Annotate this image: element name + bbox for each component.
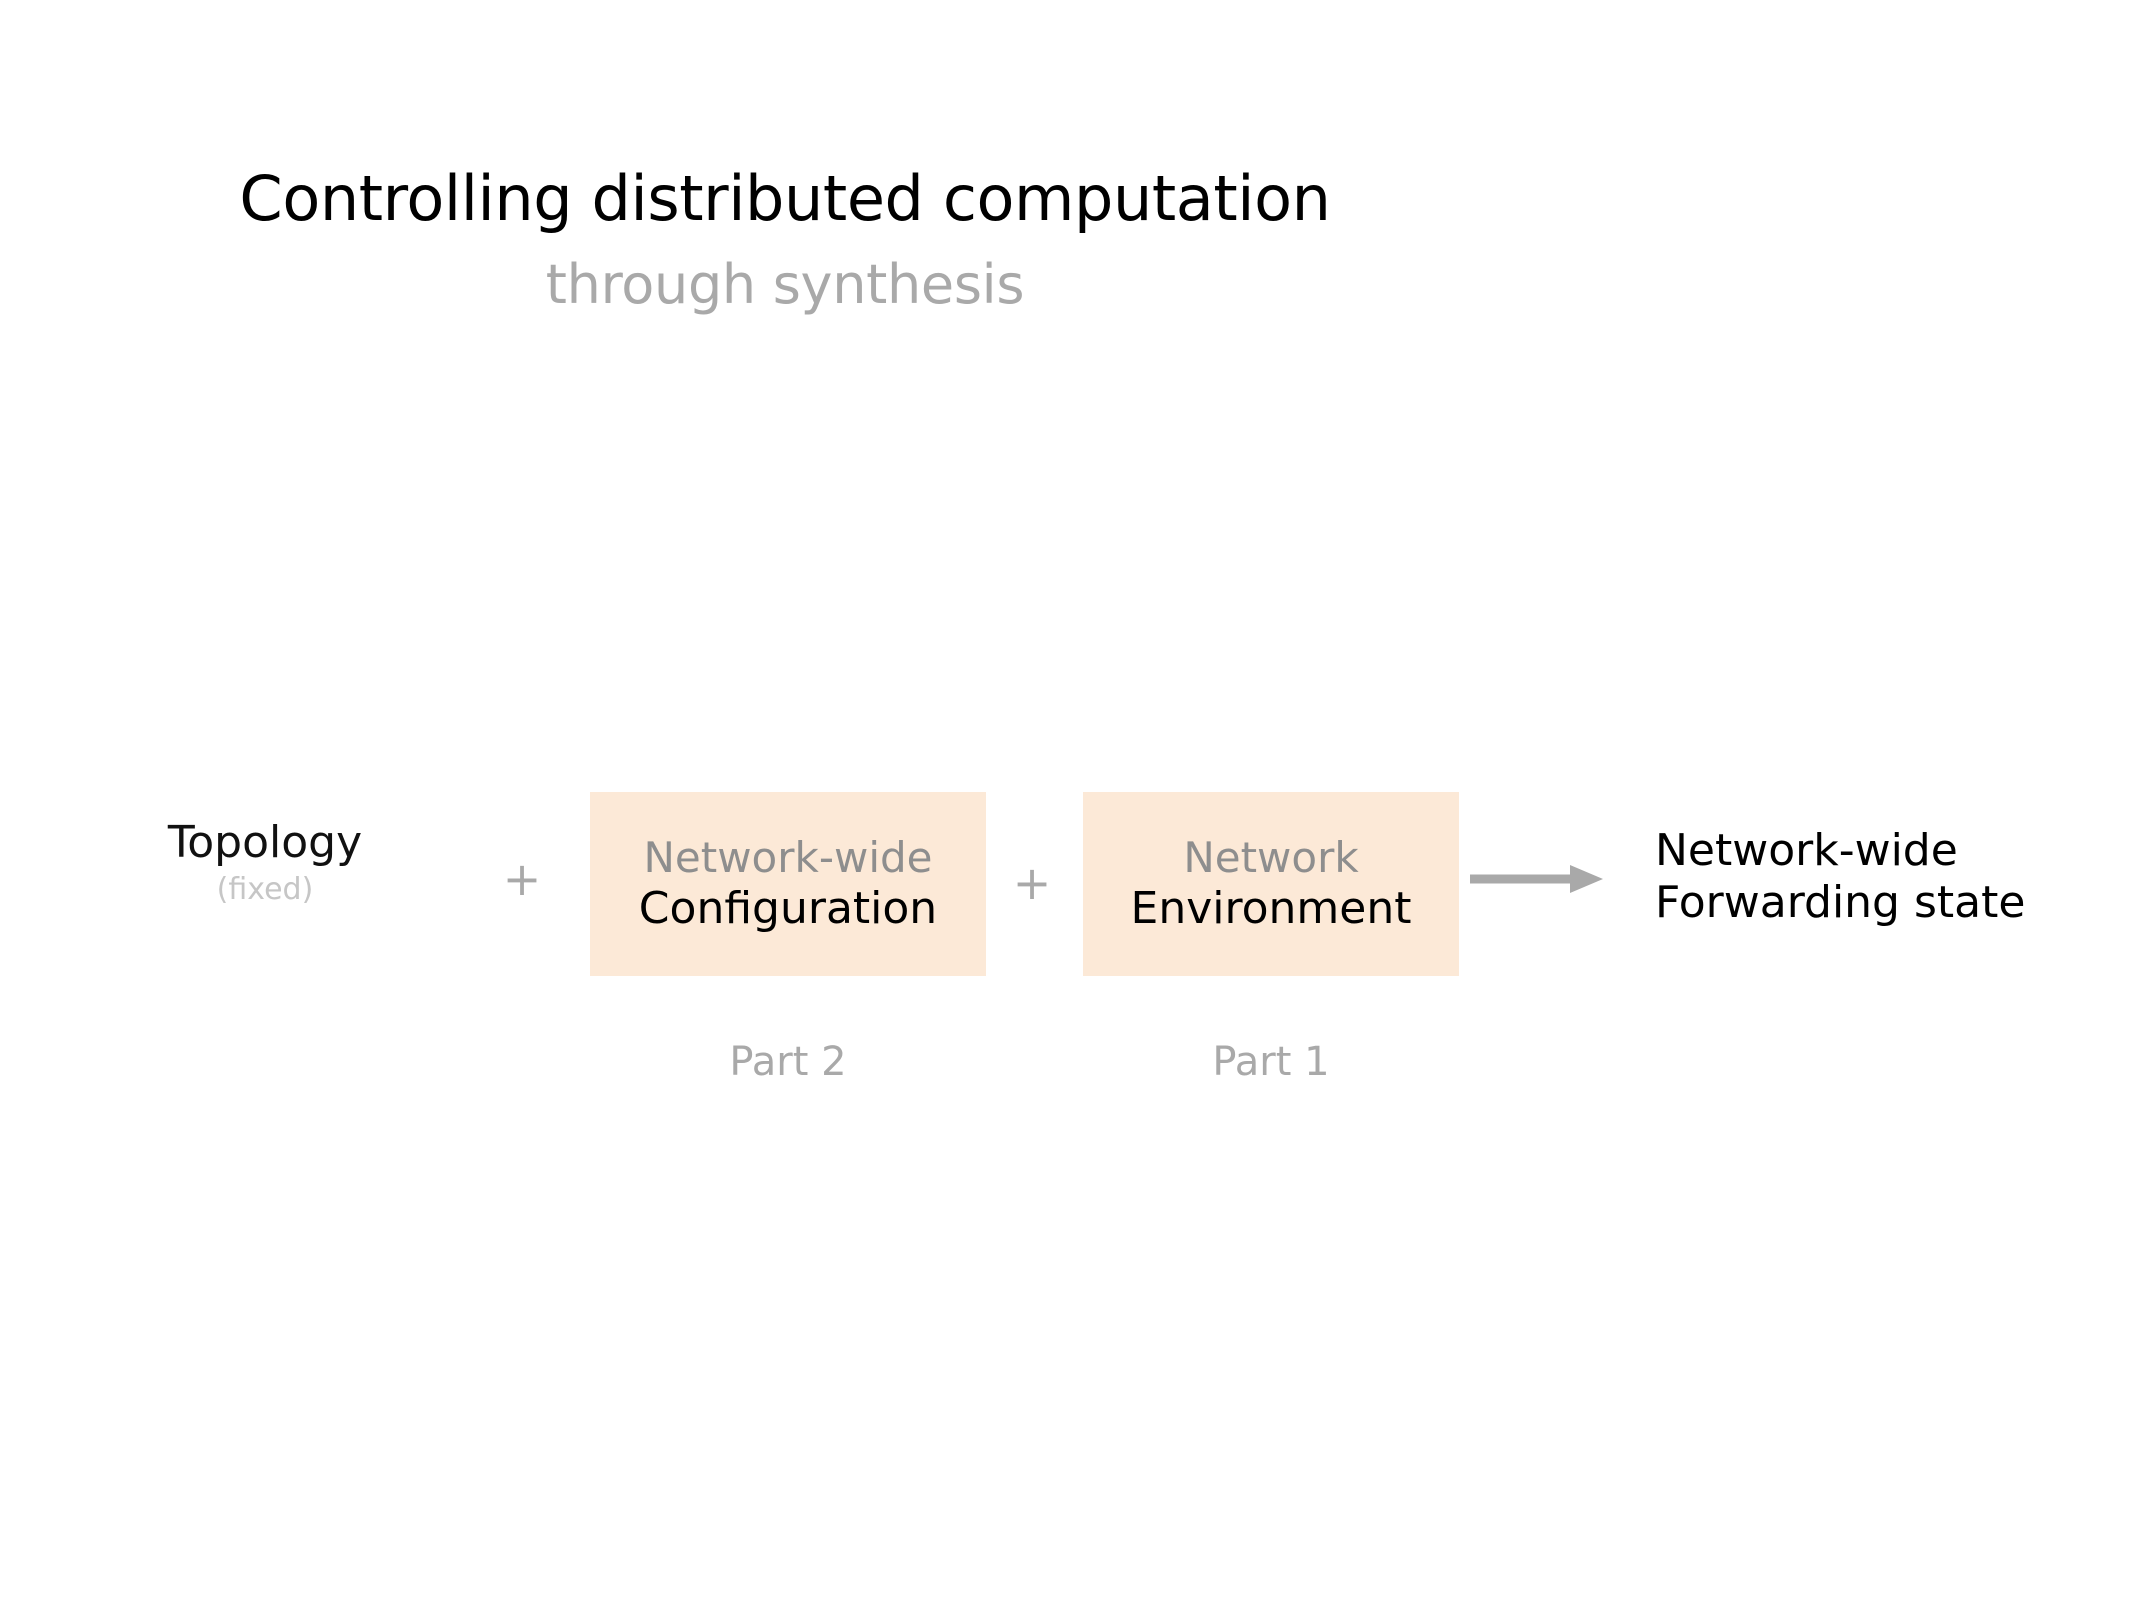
topology-label: Topology <box>167 817 363 868</box>
diagram-term-configuration[interactable]: Network-wide Configuration <box>590 792 986 976</box>
plus-operator-1: + <box>502 852 542 906</box>
diagram-term-environment[interactable]: Network Environment <box>1083 792 1459 976</box>
diagram-output-forwarding-state: Network-wide Forwarding state <box>1655 825 2026 929</box>
topology-sublabel: (fixed) <box>216 872 314 908</box>
page-title: Controlling distributed computation <box>239 162 1331 235</box>
output-line-1: Network-wide <box>1655 825 1958 876</box>
configuration-label: Configuration <box>638 882 938 934</box>
output-line-2: Forwarding state <box>1655 877 2026 929</box>
part-caption-configuration: Part 2 <box>729 1039 847 1085</box>
title-block: Controlling distributed computation thro… <box>0 168 1570 312</box>
configuration-sublabel: Network-wide <box>643 832 933 882</box>
plus-operator-2: + <box>1012 856 1052 910</box>
environment-sublabel: Network <box>1183 832 1359 882</box>
environment-label: Environment <box>1130 882 1412 934</box>
part-caption-environment: Part 1 <box>1212 1039 1330 1085</box>
diagram-term-topology: Topology (fixed) <box>150 818 380 907</box>
page-subtitle: through synthesis <box>545 253 1025 316</box>
right-arrow-icon <box>1470 858 1605 900</box>
